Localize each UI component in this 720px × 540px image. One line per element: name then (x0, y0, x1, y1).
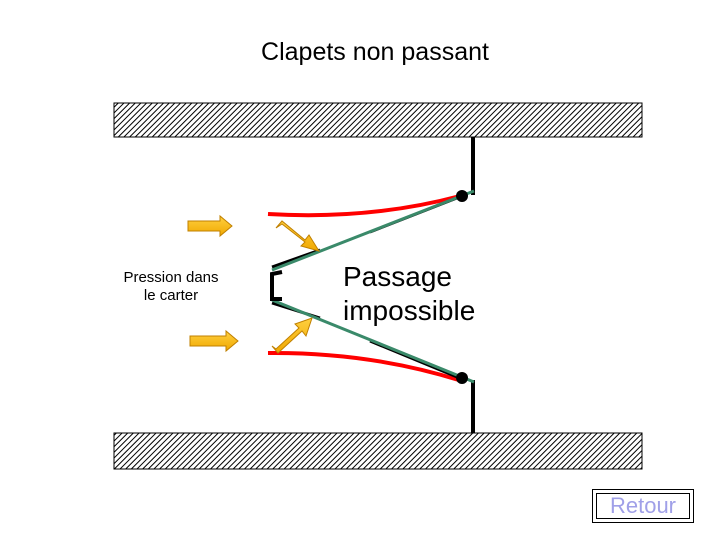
passage-label-line2: impossible (343, 295, 476, 326)
retour-button-label: Retour (596, 493, 690, 519)
retour-button[interactable]: Retour (592, 489, 694, 523)
top-wall (113, 102, 643, 138)
top-valve-flap (271, 189, 475, 272)
passage-label: Passage impossible (343, 260, 475, 328)
top-pivot (456, 190, 468, 202)
page-title: Clapets non passant (261, 38, 489, 66)
pressure-label: Pression dans le carter (108, 269, 234, 305)
bottom-pivot (456, 372, 468, 384)
flow-arrow-to-bottom-valve (271, 317, 313, 354)
bottom-valve-flap (271, 298, 475, 384)
top-valve-red-edge (267, 194, 461, 218)
pressure-label-line1: Pression dans (123, 269, 219, 286)
pressure-arrow-upper (187, 214, 233, 238)
flow-arrow-to-top-valve (275, 220, 321, 252)
pressure-arrow-lower (189, 329, 239, 353)
passage-label-line1: Passage (343, 261, 452, 292)
bottom-wall (113, 432, 643, 470)
valve-seat-bracket (270, 270, 283, 301)
bottom-valve-red-edge (267, 350, 463, 383)
pressure-label-line2: le carter (143, 287, 199, 304)
